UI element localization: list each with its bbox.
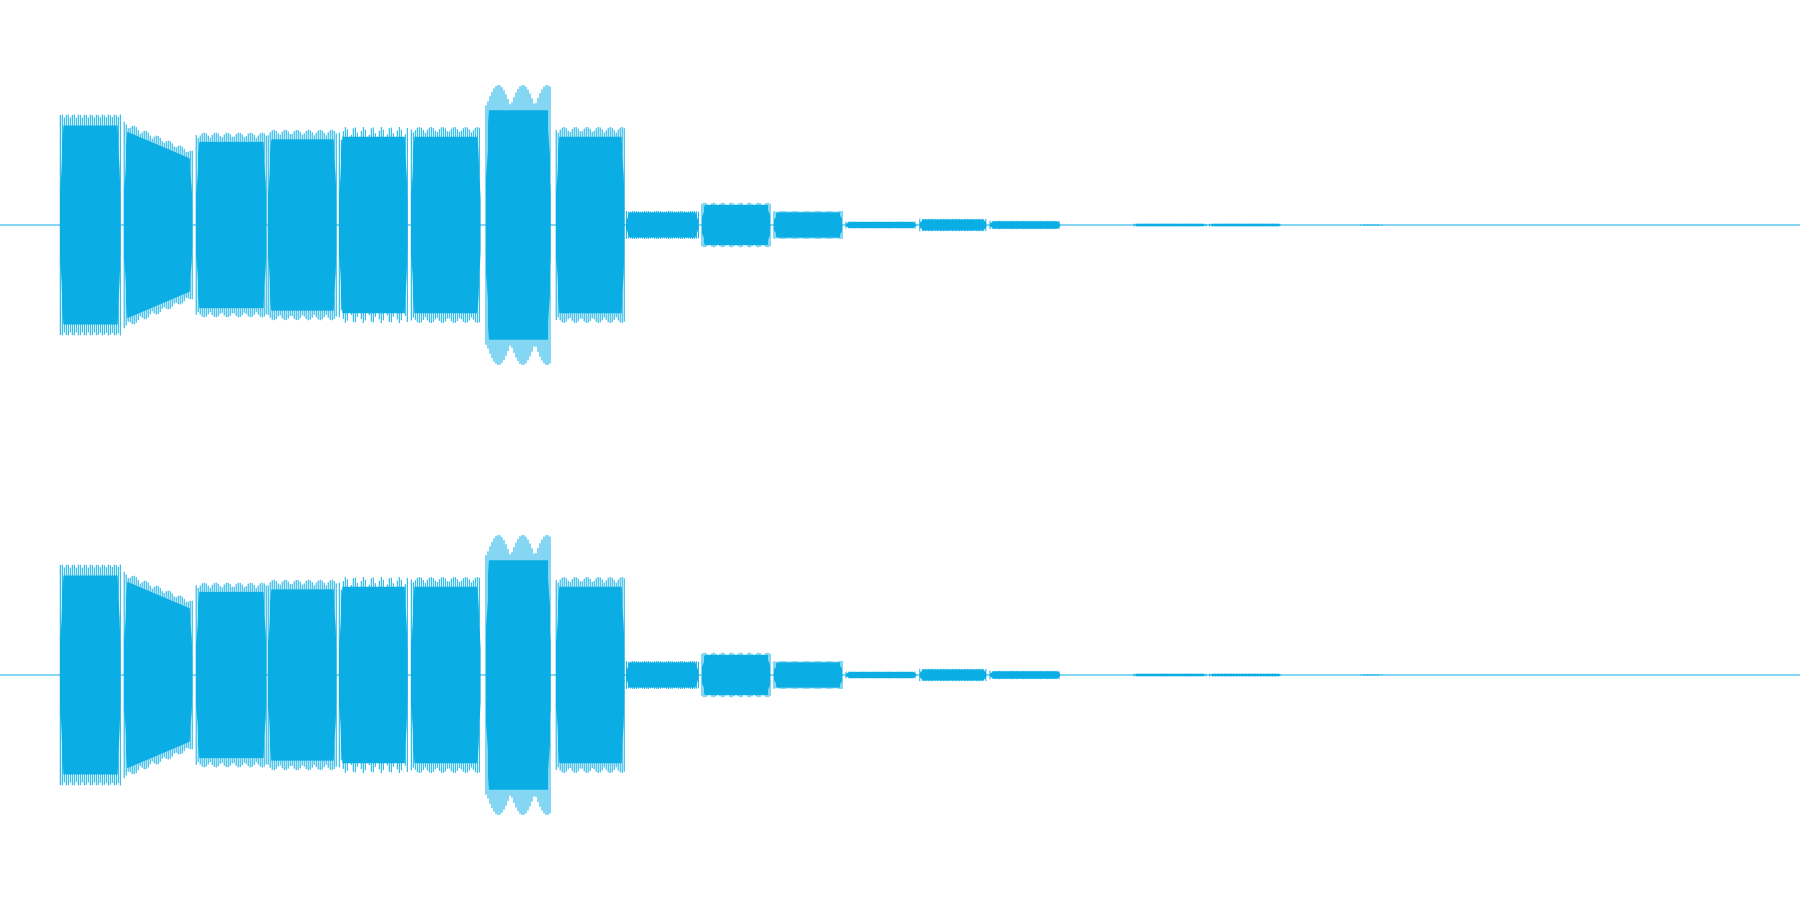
- waveform-svg-right: [0, 535, 1800, 815]
- waveform-channel-left: [0, 85, 1800, 365]
- waveform-segment-left-16: [1360, 224, 1383, 226]
- waveform-svg-left: [0, 85, 1800, 365]
- waveform-segment-right-12: [919, 668, 987, 682]
- waveform-segment-right-0: [59, 564, 121, 786]
- waveform-segment-left-7: [555, 127, 625, 323]
- waveform-segment-left-9: [701, 202, 771, 248]
- waveform-segment-right-2: [195, 582, 267, 768]
- waveform-segment-left-3: [267, 129, 337, 321]
- waveform-segment-right-3: [267, 579, 337, 771]
- waveform-segment-right-9: [701, 652, 771, 698]
- waveform-segment-left-12: [919, 218, 987, 232]
- waveform-segment-left-5: [410, 127, 481, 323]
- waveform-segment-right-6: [485, 535, 551, 815]
- waveform-segment-right-4: [338, 577, 408, 773]
- waveform-segment-left-13: [989, 220, 1061, 230]
- waveform-segment-right-1: [123, 571, 193, 779]
- waveform-segment-right-7: [555, 577, 625, 773]
- waveform-segment-right-11: [845, 671, 917, 679]
- waveform-segment-left-14: [1133, 223, 1207, 227]
- waveform-segment-right-13: [989, 670, 1061, 680]
- waveform-segment-right-5: [410, 577, 481, 773]
- waveform-segment-right-15: [1209, 673, 1282, 677]
- waveform-segment-left-15: [1209, 223, 1282, 227]
- waveform-segment-left-10: [773, 211, 843, 239]
- waveform-segment-left-11: [845, 221, 917, 229]
- waveform-segment-right-10: [773, 661, 843, 689]
- waveform-segment-left-6: [485, 85, 551, 365]
- waveform-segment-right-16: [1360, 674, 1383, 676]
- waveform-segment-right-8: [625, 661, 699, 689]
- waveform-channel-right: [0, 450, 1800, 900]
- waveform-segment-left-8: [625, 211, 699, 239]
- waveform-segment-left-2: [195, 132, 267, 318]
- waveform-segment-left-4: [338, 127, 408, 323]
- waveform-segment-right-14: [1133, 673, 1207, 677]
- waveform-segment-left-1: [123, 121, 193, 329]
- waveform-segment-left-0: [59, 114, 121, 336]
